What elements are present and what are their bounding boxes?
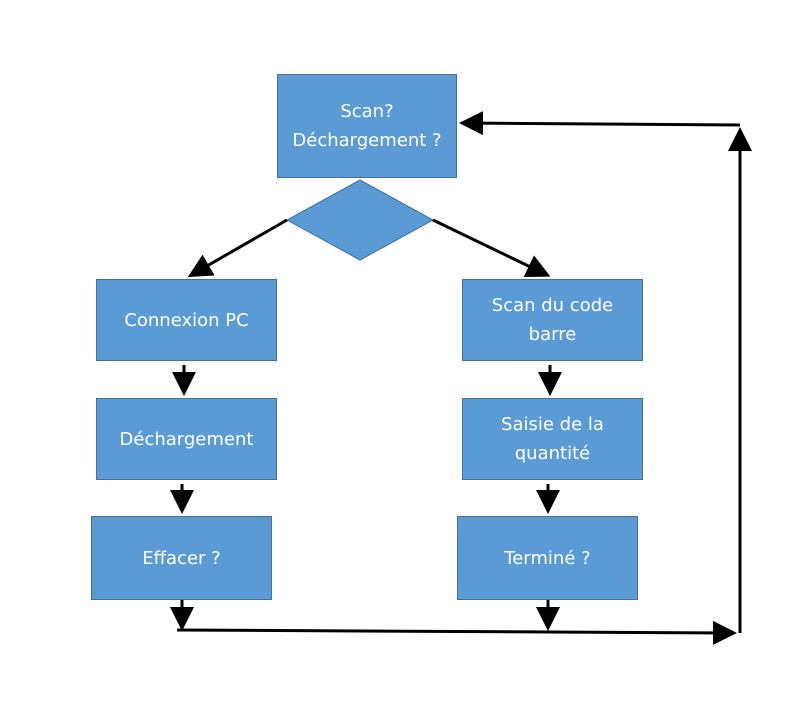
node-dechargement: Déchargement [96, 398, 277, 480]
decision-diamond [285, 179, 435, 261]
return-line-horizontal [176, 620, 737, 645]
return-line-top [459, 111, 741, 136]
arrow-decision-to-connexion [187, 218, 288, 277]
node-scan-code-barre: Scan du code barre [462, 279, 643, 361]
node-effacer: Effacer ? [91, 516, 272, 600]
node-termine: Terminé ? [457, 516, 638, 600]
arrow-decision-to-scan-code [432, 218, 551, 277]
node-saisie-quantite: Saisie de la quantité [462, 398, 643, 480]
node-scan-dechargement: Scan? Déchargement ? [277, 74, 457, 178]
node-connexion-pc: Connexion PC [96, 279, 277, 361]
